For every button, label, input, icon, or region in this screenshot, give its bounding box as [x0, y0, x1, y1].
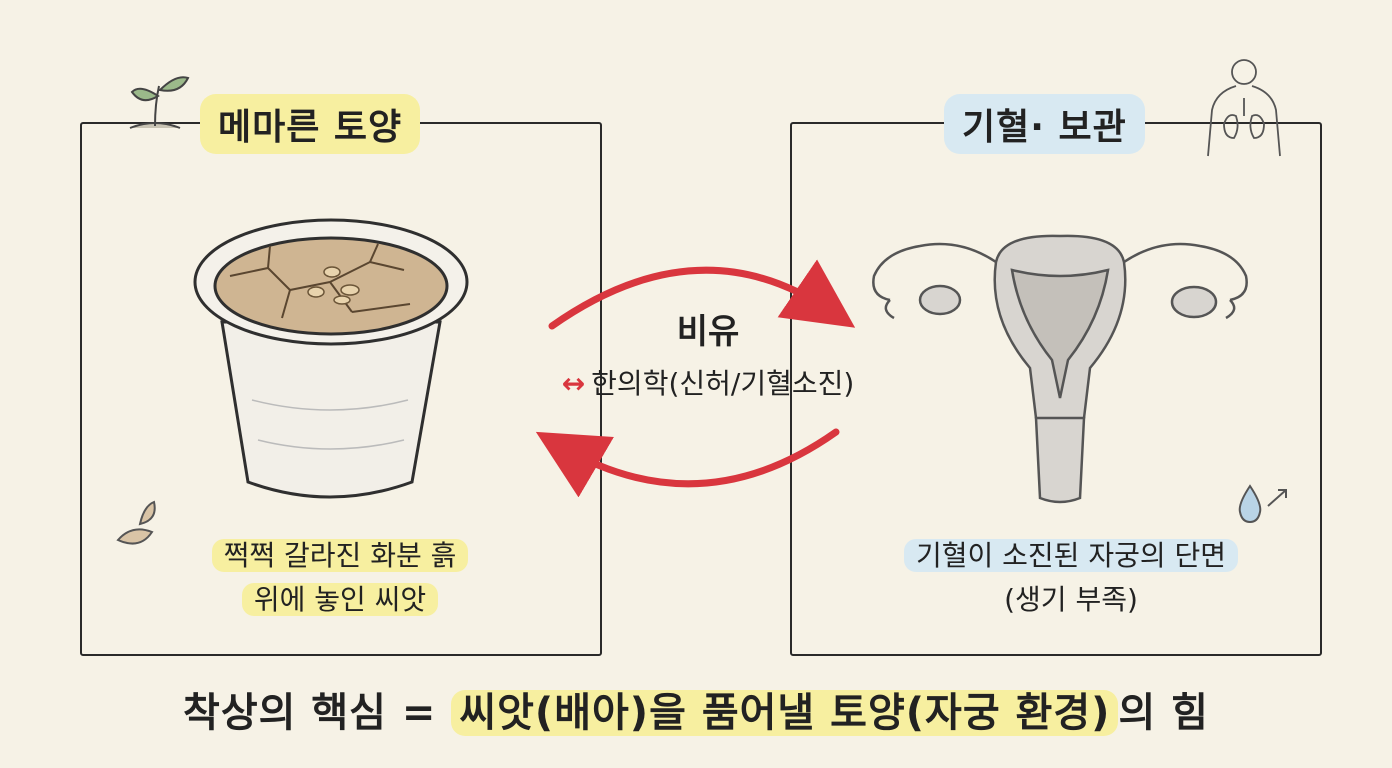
right-panel-caption: 기혈이 소진된 자궁의 단면 (생기 부족) [846, 534, 1296, 622]
analogy-label: 비유 [676, 312, 740, 352]
bottom-summary: 착상의 핵심 = 씨앗(배아)을 품어낼 토양(자궁 환경)의 힘 [0, 680, 1392, 738]
bottom-prefix: 착상의 핵심 = [183, 690, 452, 736]
bottom-highlight: 씨앗(배아)을 품어낼 토양(자궁 환경) [451, 690, 1119, 736]
right-panel-title: 기혈· 보관 [944, 94, 1145, 154]
arrow-top [548, 259, 856, 330]
bottom-suffix: 의 힘 [1118, 690, 1209, 736]
left-caption-line1: 쩍쩍 갈라진 화분 흙 [211, 539, 469, 572]
center-label: 비유 ↔한의학(신허/기혈소진) [548, 312, 868, 404]
left-caption-line2: 위에 놓인 씨앗 [241, 583, 439, 616]
flower-pot-icon [193, 218, 469, 499]
center-sub-label: ↔한의학(신허/기혈소진) [548, 364, 868, 404]
left-panel-title: 메마른 토양 [200, 94, 421, 154]
human-body-icon [1207, 59, 1281, 157]
right-caption-line2: (생기 부족) [1004, 583, 1138, 616]
left-panel-caption: 쩍쩍 갈라진 화분 흙 위에 놓인 씨앗 [160, 534, 520, 622]
oriental-medicine-label: 한의학(신허/기혈소진) [591, 367, 855, 400]
sprout-icon [129, 76, 190, 129]
right-caption-line1: 기혈이 소진된 자궁의 단면 [903, 539, 1239, 572]
double-arrow-icon: ↔ [561, 367, 586, 400]
uterus-icon [872, 234, 1248, 504]
arrow-bottom [535, 428, 840, 498]
water-drop-icon [1238, 484, 1287, 524]
leaf-icon [116, 500, 156, 545]
